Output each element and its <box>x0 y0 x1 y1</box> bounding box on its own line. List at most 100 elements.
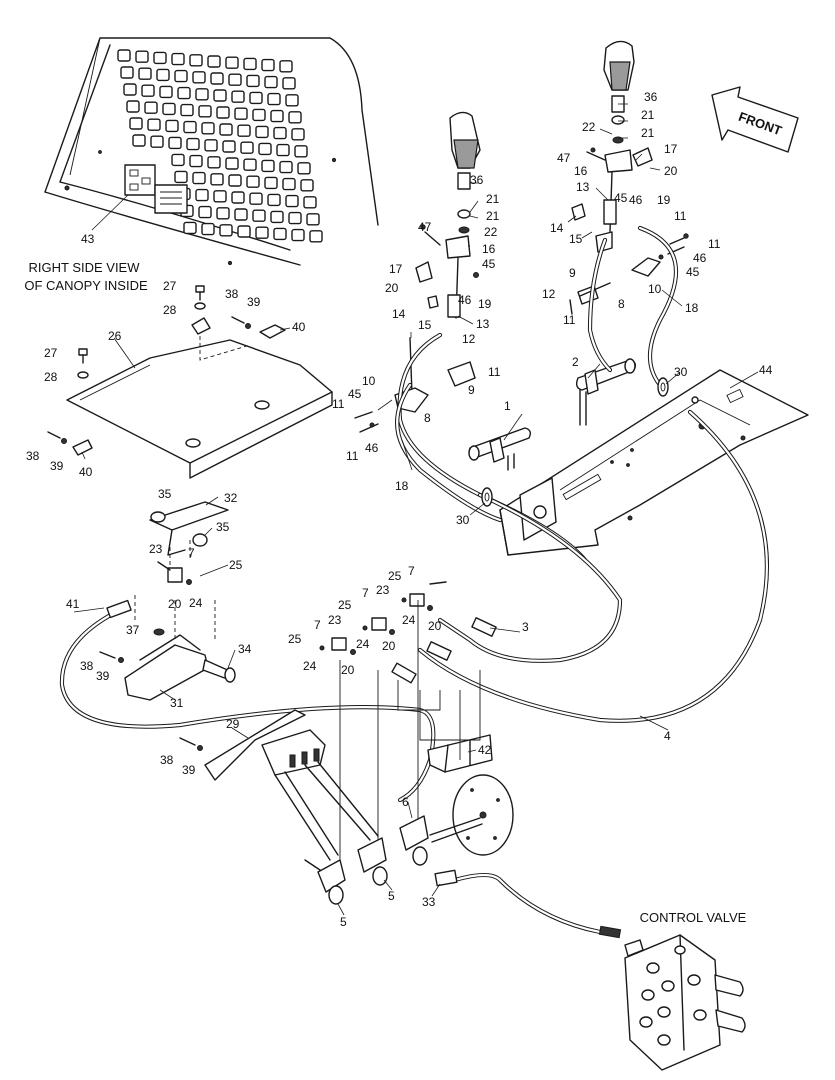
callout-17: 17 <box>664 142 678 156</box>
callout-2: 2 <box>572 355 579 369</box>
vent-hole <box>243 57 257 71</box>
callout-24: 24 <box>303 659 317 673</box>
callout-9: 9 <box>569 266 576 280</box>
callout-33: 33 <box>422 895 436 909</box>
callout-39: 39 <box>247 295 261 309</box>
front-arrow <box>711 86 799 153</box>
cable-fitting-41 <box>106 599 132 619</box>
callout-45: 45 <box>348 387 362 401</box>
vent-hole <box>159 85 173 99</box>
callout-46: 46 <box>629 193 643 207</box>
vent-hole <box>201 222 215 236</box>
cable-control-valve <box>452 872 622 939</box>
callout-8: 8 <box>618 297 625 311</box>
cable-3 <box>437 492 623 663</box>
vent-hole <box>228 174 242 187</box>
vent-hole <box>225 56 239 69</box>
mounting-bracket <box>499 369 809 556</box>
vent-hole <box>243 158 257 171</box>
vent-hole <box>219 123 233 136</box>
vent-hole <box>255 226 269 239</box>
vent-hole <box>270 210 284 224</box>
vent-hole <box>162 102 176 116</box>
vent-hole <box>288 111 302 124</box>
callout-25: 25 <box>338 598 352 612</box>
callout-27: 27 <box>44 346 58 360</box>
callout-25: 25 <box>288 632 302 646</box>
callout-20: 20 <box>428 619 442 633</box>
callout-38: 38 <box>26 449 40 463</box>
callout-32: 32 <box>224 491 238 505</box>
vent-hole <box>183 120 197 134</box>
callout-16: 16 <box>574 164 588 178</box>
callout-23: 23 <box>328 613 342 627</box>
vent-hole <box>195 188 209 202</box>
vent-hole <box>309 230 323 243</box>
vent-hole <box>255 125 269 139</box>
clevis-assy-c <box>401 581 447 611</box>
callout-40: 40 <box>79 465 93 479</box>
callout-7: 7 <box>188 546 195 560</box>
callout-25: 25 <box>229 558 243 572</box>
vent-hole <box>231 90 245 103</box>
vent-hole <box>174 170 188 184</box>
vent-hole <box>201 122 215 135</box>
callout-45: 45 <box>482 257 496 271</box>
vent-hole <box>237 124 251 137</box>
callout-25: 25 <box>388 569 402 583</box>
callout-26: 26 <box>108 329 122 343</box>
vent-hole <box>171 52 185 66</box>
callout-36: 36 <box>644 90 658 104</box>
clevis-assy-a <box>319 637 356 655</box>
vent-hole <box>252 108 266 122</box>
callout-40: 40 <box>292 320 306 334</box>
caption-side-view-1: RIGHT SIDE VIEW <box>29 260 141 275</box>
callout-1: 1 <box>504 399 511 413</box>
vent-hole <box>192 71 206 84</box>
callout-21: 21 <box>486 192 500 206</box>
callout-27: 27 <box>163 279 177 293</box>
vent-hole <box>231 191 245 204</box>
callout-9: 9 <box>468 383 475 397</box>
canopy-vent-grid <box>117 49 323 243</box>
pivot-shaft-1 <box>468 427 532 471</box>
vent-hole <box>303 196 317 209</box>
callout-29: 29 <box>226 717 240 731</box>
callout-11: 11 <box>708 237 721 251</box>
vent-hole <box>189 54 203 67</box>
vent-hole <box>219 224 233 237</box>
vent-hole <box>195 88 209 101</box>
callout-labels: 36 21 22 21 17 47 20 16 45 46 13 19 14 1… <box>26 90 773 929</box>
vent-hole <box>258 142 272 156</box>
callout-39: 39 <box>182 763 196 777</box>
callout-13: 13 <box>476 317 490 331</box>
callout-20: 20 <box>382 639 396 653</box>
callout-7: 7 <box>362 586 369 600</box>
callout-30: 30 <box>456 513 470 527</box>
callout-6: 6 <box>402 795 409 809</box>
bolt-38-upper <box>231 316 251 329</box>
vent-hole <box>264 75 278 89</box>
vent-hole <box>216 207 230 220</box>
vent-hole <box>147 118 161 131</box>
vent-hole <box>285 94 299 107</box>
linkage-rods <box>274 761 379 861</box>
callout-11: 11 <box>563 313 576 327</box>
vent-hole <box>237 225 251 238</box>
vent-hole <box>291 228 305 242</box>
linkage-arm-6 <box>399 815 429 866</box>
vent-hole <box>189 154 203 168</box>
right-lever-body <box>569 147 689 315</box>
vent-hole <box>264 176 278 190</box>
cable-fitting-mid <box>391 662 417 684</box>
vent-hole <box>270 109 284 123</box>
callout-18: 18 <box>395 479 409 493</box>
callout-30: 30 <box>674 365 688 379</box>
vent-hole <box>222 140 236 153</box>
vent-hole <box>267 193 281 207</box>
vent-hole <box>234 107 248 120</box>
vent-hole <box>207 156 221 169</box>
floor-plate <box>66 317 333 479</box>
callout-19: 19 <box>657 193 671 207</box>
vent-hole <box>246 74 260 88</box>
